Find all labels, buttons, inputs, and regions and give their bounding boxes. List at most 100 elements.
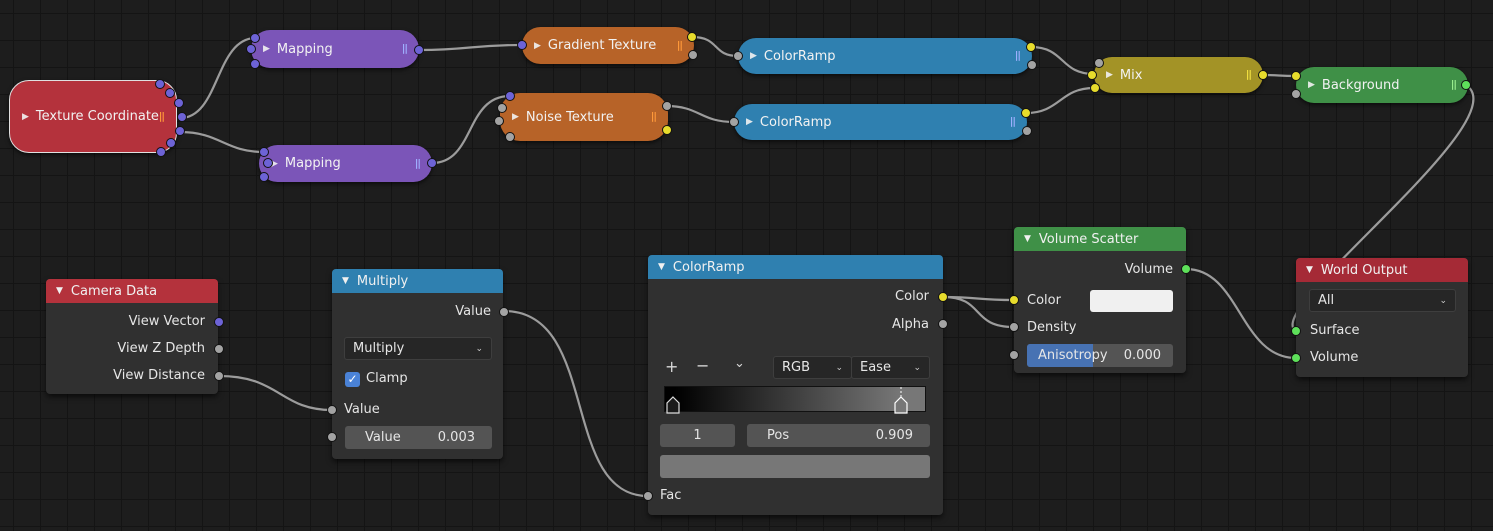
stop-index-field[interactable]: 1	[660, 424, 735, 447]
socket-scale-in[interactable]	[497, 103, 507, 113]
stop-color-swatch[interactable]	[660, 455, 930, 478]
color-swatch[interactable]	[1090, 290, 1173, 312]
expand-arrow-icon[interactable]: ▶	[22, 111, 29, 122]
expand-arrow-icon[interactable]: ▶	[534, 40, 541, 51]
expand-arrow-icon[interactable]: ▶	[1308, 80, 1315, 90]
socket-normal[interactable]	[165, 88, 175, 98]
collapse-arrow-icon[interactable]: ▼	[342, 276, 349, 286]
collapse-arrow-icon[interactable]: ▼	[658, 262, 665, 272]
socket-camera[interactable]	[175, 126, 185, 136]
chevron-down-icon[interactable]: ⌄	[734, 356, 745, 371]
socket-value-out[interactable]	[499, 307, 509, 317]
socket-in[interactable]	[250, 59, 260, 69]
pos-field[interactable]: Pos 0.909	[747, 424, 930, 447]
socket-fac-out[interactable]	[662, 101, 672, 111]
minus-icon[interactable]: −	[696, 356, 710, 375]
socket-in[interactable]	[259, 172, 269, 182]
colorramp-top-node[interactable]: ▶ ColorRamp ||	[738, 38, 1032, 74]
socket-color-in[interactable]	[1009, 295, 1019, 305]
socket-fac-in[interactable]	[1094, 58, 1104, 68]
socket-object[interactable]	[177, 112, 187, 122]
socket-out[interactable]	[427, 158, 437, 168]
socket-alpha-out[interactable]	[1027, 60, 1037, 70]
socket-reflection[interactable]	[156, 147, 166, 157]
gradient-texture-node[interactable]: ▶ Gradient Texture ||	[522, 27, 694, 64]
socket-background-out[interactable]	[1461, 80, 1471, 90]
socket-out[interactable]	[414, 45, 424, 55]
expand-arrow-icon[interactable]: ▶	[1106, 70, 1113, 80]
background-node[interactable]: ▶ Background ||	[1296, 67, 1468, 103]
mapping-bottom-node[interactable]: ▶ Mapping ||	[259, 145, 432, 182]
socket-vector-in[interactable]	[505, 91, 515, 101]
socket-color-out[interactable]	[938, 292, 948, 302]
socket-view-distance[interactable]	[214, 371, 224, 381]
noise-texture-node[interactable]: ▶ Noise Texture ||	[500, 93, 668, 141]
socket-detail-in[interactable]	[494, 116, 504, 126]
socket-in[interactable]	[259, 147, 269, 157]
socket-volume-out[interactable]	[1181, 264, 1191, 274]
plus-icon[interactable]: +	[665, 357, 679, 376]
socket-color-out[interactable]	[1258, 70, 1268, 80]
socket-view-z-depth[interactable]	[214, 344, 224, 354]
socket-anisotropy-in[interactable]	[1009, 350, 1019, 360]
color-mode-select[interactable]: RGB ⌄	[773, 356, 852, 379]
socket-fac-out[interactable]	[688, 50, 698, 60]
socket-view-vector[interactable]	[214, 317, 224, 327]
collapse-arrow-icon[interactable]: ▼	[1306, 265, 1313, 275]
target-select[interactable]: All ⌄	[1309, 289, 1456, 312]
socket-value2-in[interactable]	[327, 432, 337, 442]
socket-color-out[interactable]	[1021, 108, 1031, 118]
value-field[interactable]: Value 0.003	[345, 426, 492, 449]
socket-alpha-out[interactable]	[1022, 126, 1032, 136]
socket-in[interactable]	[263, 158, 273, 168]
world-output-node[interactable]: ▼ World Output All ⌄ Surface Volume	[1296, 258, 1468, 377]
node-header[interactable]: ▼ World Output	[1296, 258, 1468, 282]
clamp-checkbox[interactable]: ✓	[345, 372, 360, 387]
gradient-bar[interactable]	[664, 386, 926, 412]
socket-in[interactable]	[246, 44, 256, 54]
collapse-arrow-icon[interactable]: ▼	[56, 286, 63, 296]
node-header[interactable]: ▼ Camera Data	[46, 279, 218, 303]
socket-color2-in[interactable]	[1090, 83, 1100, 93]
socket-alpha-out[interactable]	[938, 319, 948, 329]
socket-color-in[interactable]	[1291, 71, 1301, 81]
node-header[interactable]: ▼ ColorRamp	[648, 255, 943, 279]
colorramp-node[interactable]: ▼ ColorRamp Color Alpha + − ⌄ RGB ⌄ Ease…	[648, 255, 943, 515]
color-stop-0[interactable]	[666, 396, 680, 414]
socket-surface-in[interactable]	[1291, 326, 1301, 336]
socket-density-in[interactable]	[1009, 322, 1019, 332]
texture-coordinate-node[interactable]: ▶ Texture Coordinate ||	[9, 80, 177, 153]
mix-node[interactable]: ▶ Mix ||	[1094, 57, 1263, 93]
interpolation-select[interactable]: Ease ⌄	[851, 356, 930, 379]
socket-distortion-in[interactable]	[505, 132, 515, 142]
multiply-node[interactable]: ▼ Multiply Value Multiply ⌄ ✓ Clamp Valu…	[332, 269, 503, 459]
socket-color-out[interactable]	[1026, 42, 1036, 52]
socket-fac-in[interactable]	[733, 51, 743, 61]
node-header[interactable]: ▼ Volume Scatter	[1014, 227, 1186, 251]
socket-vector-in[interactable]	[517, 40, 527, 50]
expand-arrow-icon[interactable]: ▶	[746, 117, 753, 127]
socket-fac-in[interactable]	[729, 117, 739, 127]
socket-color-out[interactable]	[687, 32, 697, 42]
socket-volume-in[interactable]	[1291, 353, 1301, 363]
socket-value-in[interactable]	[327, 405, 337, 415]
socket-window[interactable]	[166, 138, 176, 148]
socket-fac-in[interactable]	[643, 491, 653, 501]
node-header[interactable]: ▼ Multiply	[332, 269, 503, 293]
expand-arrow-icon[interactable]: ▶	[750, 51, 757, 61]
socket-color1-in[interactable]	[1087, 70, 1097, 80]
socket-generated[interactable]	[155, 79, 165, 89]
expand-arrow-icon[interactable]: ▶	[512, 112, 519, 122]
expand-arrow-icon[interactable]: ▶	[263, 44, 270, 54]
socket-in[interactable]	[250, 33, 260, 43]
colorramp-bottom-node[interactable]: ▶ ColorRamp ||	[734, 104, 1027, 140]
operation-select[interactable]: Multiply ⌄	[344, 337, 492, 360]
socket-uv[interactable]	[174, 98, 184, 108]
socket-color-out[interactable]	[662, 125, 672, 135]
expand-arrow-icon[interactable]: ▶	[271, 158, 278, 169]
volume-scatter-node[interactable]: ▼ Volume Scatter Volume Color Density An…	[1014, 227, 1186, 373]
color-stop-1[interactable]	[894, 387, 908, 414]
camera-data-node[interactable]: ▼ Camera Data View Vector View Z Depth V…	[46, 279, 218, 394]
collapse-arrow-icon[interactable]: ▼	[1024, 234, 1031, 244]
anisotropy-slider[interactable]: Anisotropy 0.000	[1027, 344, 1173, 367]
